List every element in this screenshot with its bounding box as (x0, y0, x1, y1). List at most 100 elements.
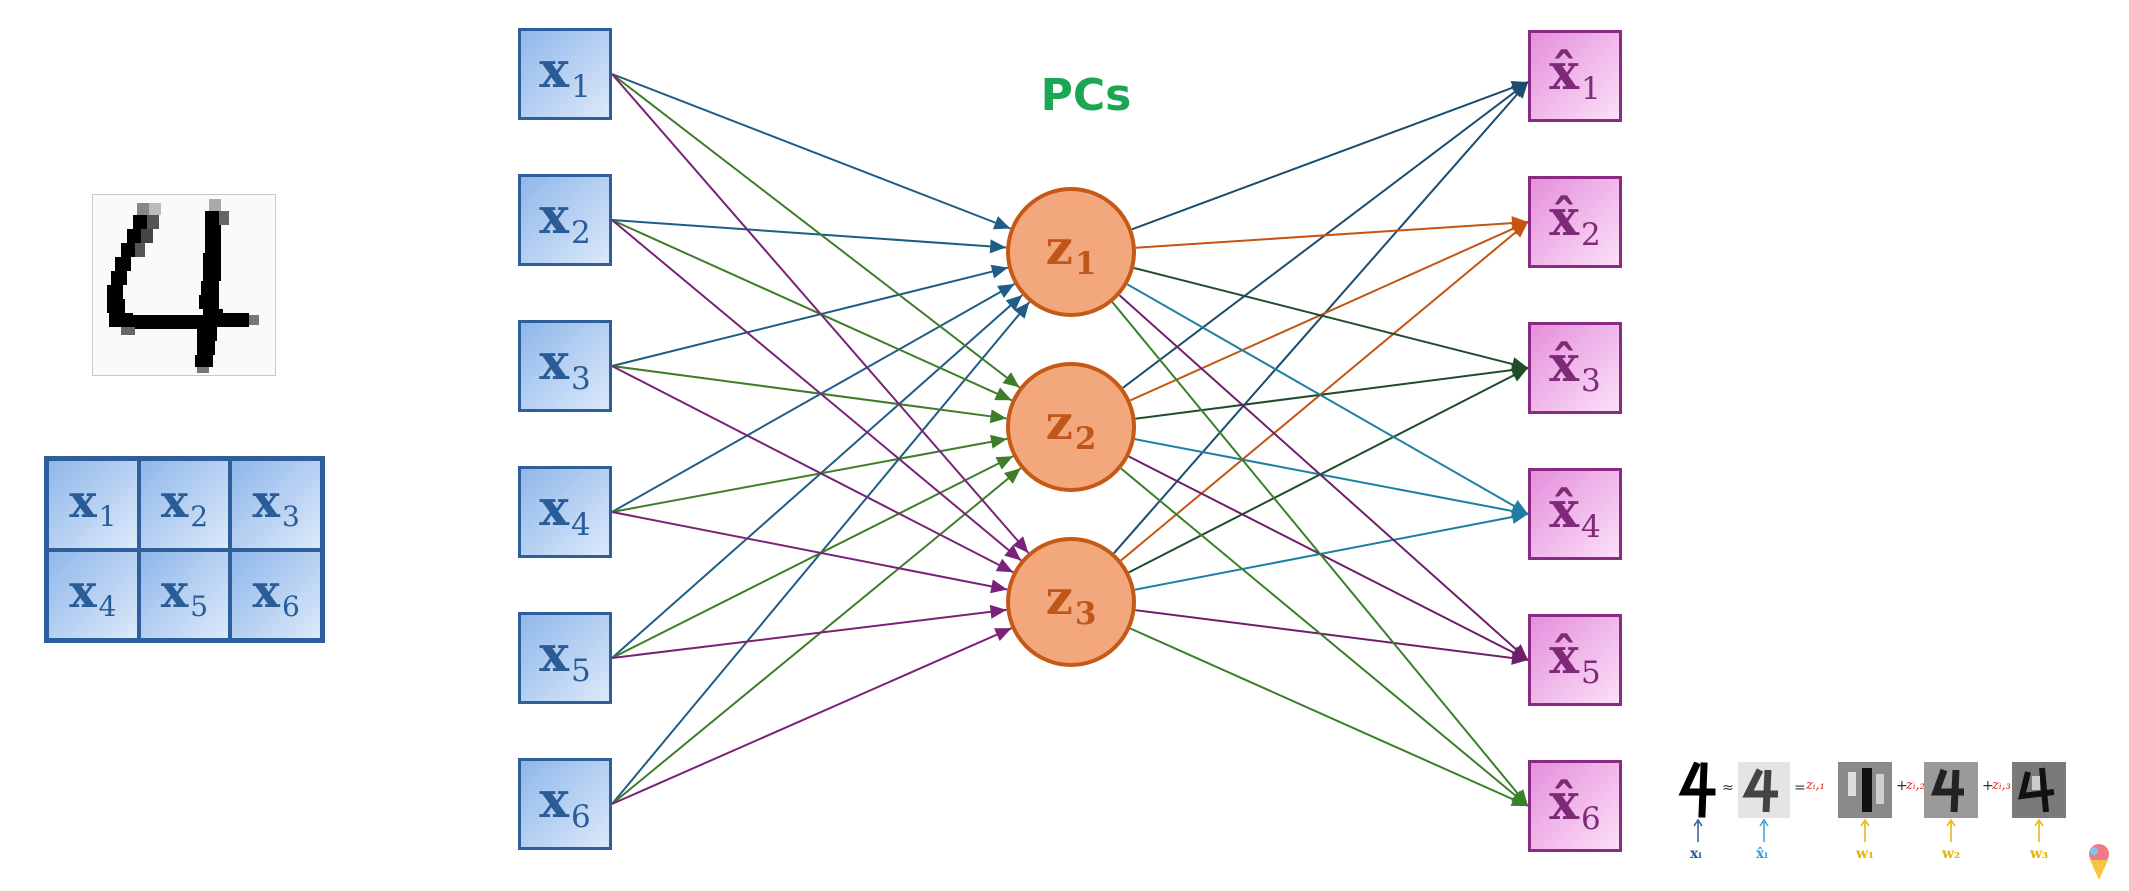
decoder-edge (1128, 367, 1529, 574)
digit-four-icon (107, 199, 259, 373)
decoder-arrowhead (1511, 651, 1528, 665)
decoder-edge (1126, 283, 1529, 515)
output-node-xhat1: x̂1 (1528, 30, 1622, 122)
encoder-arrowhead (989, 409, 1007, 424)
encoder-arrowhead (989, 604, 1007, 619)
encoder-edge (611, 608, 1007, 659)
pixel-subscript: 1 (98, 499, 117, 533)
decoder-edge (1128, 455, 1529, 661)
reconstruction-equation: ≈ = zᵢ,₁ + zᵢ,₂ + zᵢ,₃ (1670, 752, 2070, 872)
pixel-cell-x4: x4 (47, 549, 139, 640)
encoder-arrowhead (1005, 295, 1023, 311)
caption-xi: xᵢ (1690, 846, 1702, 862)
encoder-arrowhead (1002, 372, 1020, 388)
output-node-xhat5: x̂5 (1528, 614, 1622, 706)
encoder-arrowhead (995, 456, 1013, 470)
caption-arrows (1693, 818, 2044, 842)
pixel-cell-x3: x3 (230, 459, 322, 550)
encoder-arrowhead (1003, 468, 1021, 484)
encoder-edge (611, 219, 1013, 402)
encoder-arrowhead (992, 216, 1011, 230)
decoder-arrowhead (1512, 82, 1528, 99)
encoder-edge (611, 365, 1014, 574)
coefficient-z1: zᵢ,₁ (1806, 778, 1825, 793)
decoder-edge (1113, 81, 1529, 554)
pixel-subscript: 2 (190, 499, 209, 533)
encoder-edge (611, 365, 1007, 420)
input-subscript: 5 (571, 652, 591, 689)
component-w3-thumb (2012, 762, 2066, 818)
output-label: x̂ (1549, 626, 1580, 686)
pixel-subscript: 3 (281, 499, 300, 533)
component-w1-thumb (1838, 762, 1892, 818)
pixel-cell-x2: x2 (138, 459, 231, 550)
input-node-x6: x6 (518, 758, 612, 850)
encoder-arrowhead (994, 628, 1012, 642)
encoder-edge (611, 73, 1011, 230)
approx-symbol: ≈ (1722, 780, 1734, 796)
output-label: x̂ (1549, 188, 1580, 248)
encoder-arrowhead (1013, 301, 1030, 319)
encoder-edge (611, 467, 1022, 805)
pc-subscript: 1 (1074, 245, 1097, 282)
original-digit-thumb (1678, 762, 1716, 818)
input-label: x (539, 478, 570, 538)
input-subscript: 3 (571, 360, 591, 397)
input-label: x (539, 332, 570, 392)
output-label: x̂ (1549, 480, 1580, 540)
decoder-arrowhead (1510, 368, 1528, 382)
input-node-x5: x5 (518, 612, 612, 704)
encoder-edge (611, 627, 1012, 805)
pc-node-z1: z1 (1006, 187, 1136, 317)
plus-symbol: + (1896, 778, 1908, 794)
pc-node-z3: z3 (1006, 537, 1136, 667)
pc-label: z (1045, 395, 1073, 452)
encoder-edge (611, 294, 1023, 659)
encoder-edge (611, 73, 1030, 554)
encoder-edge (611, 511, 1008, 591)
decoder-arrowhead (1511, 222, 1528, 238)
input-node-x2: x2 (518, 174, 612, 266)
output-subscript: 6 (1581, 800, 1601, 837)
encoder-arrowhead (995, 558, 1014, 573)
encoder-arrowhead (1004, 544, 1022, 561)
encoder-edge (611, 283, 1015, 513)
decoder-edge (1131, 81, 1529, 231)
input-subscript: 1 (571, 68, 591, 105)
reconstruction-thumb (1738, 762, 1790, 818)
input-subscript: 4 (571, 506, 591, 543)
pixel-label: x (160, 473, 189, 528)
output-subscript: 2 (1581, 216, 1601, 253)
pixel-label: x (69, 473, 97, 528)
digit-image (92, 194, 276, 376)
pixel-subscript: 4 (98, 590, 117, 624)
encoder-arrowhead (994, 387, 1012, 401)
encoder-arrowhead (989, 239, 1007, 254)
decoder-edge (1129, 627, 1529, 807)
input-label: x (539, 186, 570, 246)
input-label: x (539, 40, 570, 100)
output-subscript: 5 (1581, 654, 1601, 691)
encoder-arrowhead (1012, 536, 1029, 553)
decoder-edge (1135, 609, 1529, 661)
encoder-edge (611, 73, 1021, 389)
output-label: x̂ (1549, 42, 1580, 102)
decoder-arrowhead (1510, 793, 1528, 806)
component-w2-thumb (1924, 762, 1978, 818)
input-node-x4: x4 (518, 466, 612, 558)
ice-cream-logo-icon (2089, 844, 2109, 880)
output-node-xhat2: x̂2 (1528, 176, 1622, 268)
encoder-arrowhead (990, 264, 1008, 279)
pixel-label: x (252, 564, 280, 619)
decoder-edge (1118, 294, 1529, 661)
decoder-edge (1134, 438, 1529, 515)
decoder-edge (1129, 221, 1529, 402)
decoder-edge (1134, 513, 1529, 591)
output-label: x̂ (1549, 334, 1580, 394)
input-node-x3: x3 (518, 320, 612, 412)
input-subscript: 6 (571, 798, 591, 835)
output-subscript: 4 (1581, 508, 1601, 545)
encoder-edge (611, 219, 1022, 562)
pc-subscript: 2 (1074, 420, 1097, 457)
